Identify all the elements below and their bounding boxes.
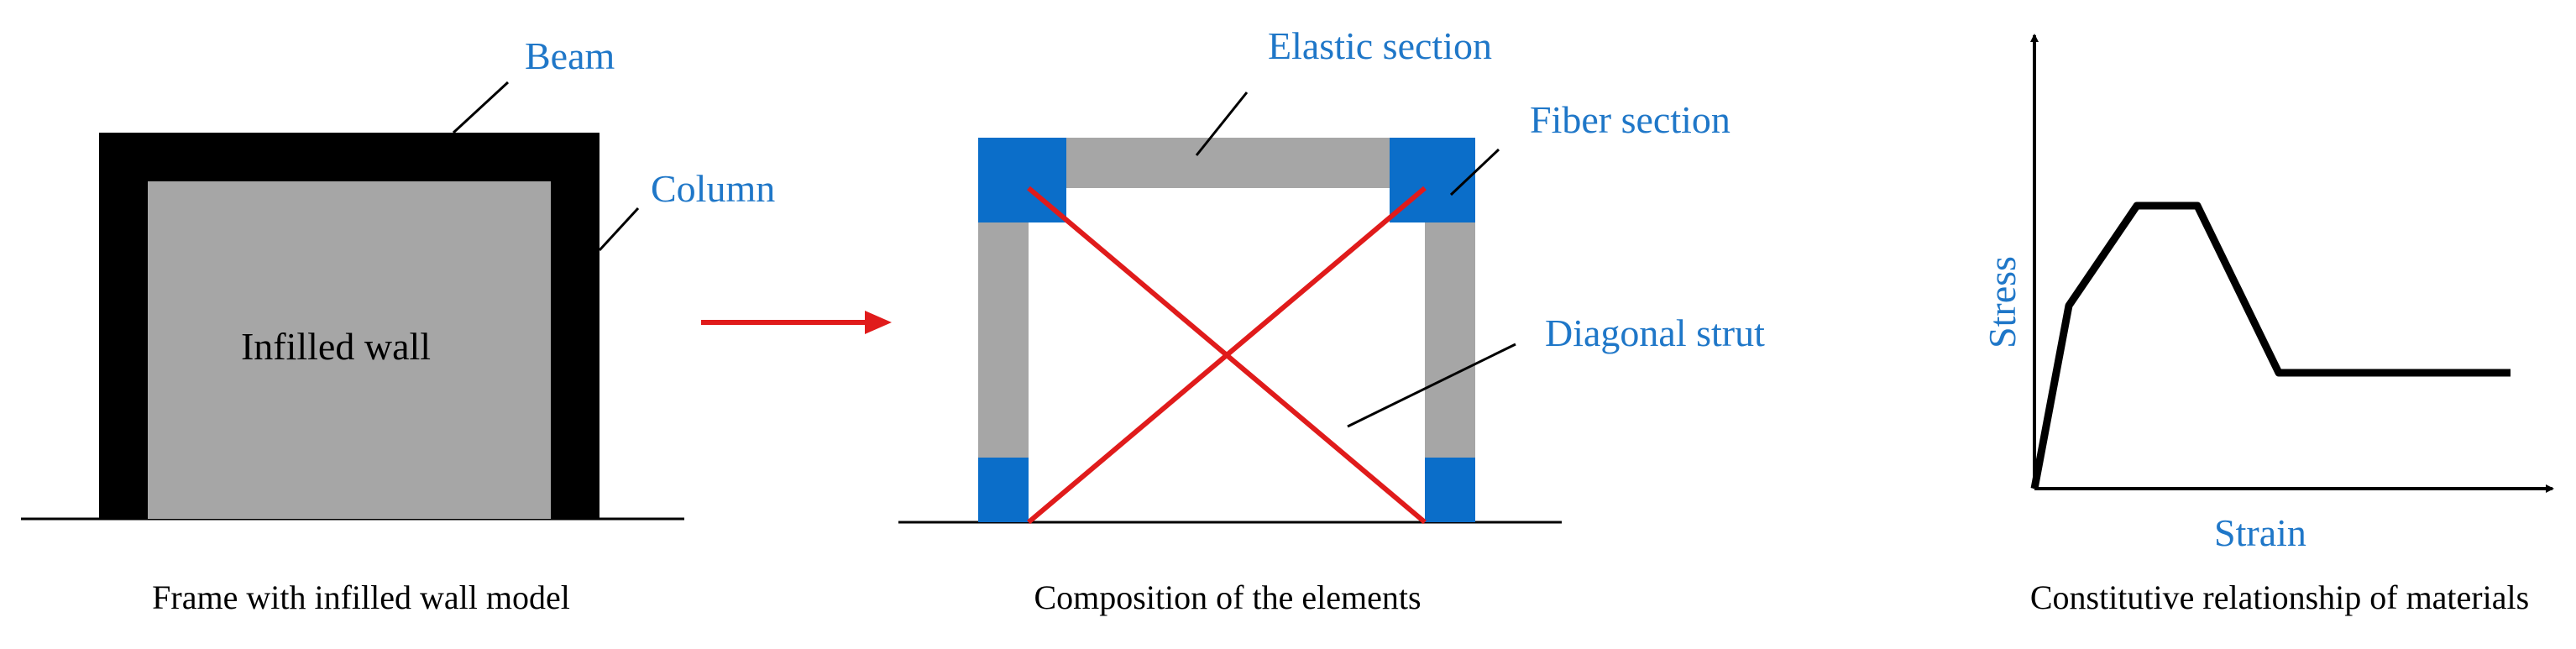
diagonal-strut-2 [1027, 186, 1427, 525]
caption-material-law: Constitutive relationship of materials [2030, 578, 2529, 616]
infilled-wall [148, 181, 551, 519]
caption-element-composition: Composition of the elements [1034, 578, 1421, 616]
fiber-section-bottom-left [978, 458, 1029, 522]
fiber-section-label: Fiber section [1530, 98, 1730, 141]
beam-leader [452, 81, 510, 134]
strut-leader [1347, 343, 1516, 428]
column-label: Column [651, 167, 775, 210]
panel-material-law: Stress Strain Constitutive relationship … [1981, 34, 2554, 616]
column-leader [598, 207, 640, 252]
elastic-section-label: Elastic section [1268, 24, 1492, 67]
y-axis-label: Stress [1981, 256, 2024, 348]
right-arrow-icon [701, 311, 892, 334]
infilled-wall-label: Infilled wall [241, 325, 431, 368]
frame-left-column [99, 133, 148, 519]
beam-label: Beam [525, 34, 615, 77]
panel-element-composition: Elastic section Fiber section Diagonal s… [898, 24, 1765, 616]
elastic-left-column-section [978, 222, 1029, 458]
diagonal-strut-label: Diagonal strut [1545, 311, 1765, 354]
elastic-leader [1195, 92, 1249, 156]
frame-beam [99, 133, 599, 181]
x-axis-label: Strain [2214, 511, 2306, 554]
frame-right-column [551, 133, 599, 519]
fiber-section-bottom-right [1425, 458, 1475, 522]
elastic-beam-section [1066, 138, 1390, 188]
elastic-right-column-section [1425, 222, 1475, 458]
stress-strain-curve [2030, 202, 2511, 489]
panel-frame-model: Infilled wall Beam Column Frame with inf… [21, 34, 775, 616]
fiber-leader [1449, 148, 1500, 196]
caption-frame-model: Frame with infilled wall model [152, 578, 570, 616]
